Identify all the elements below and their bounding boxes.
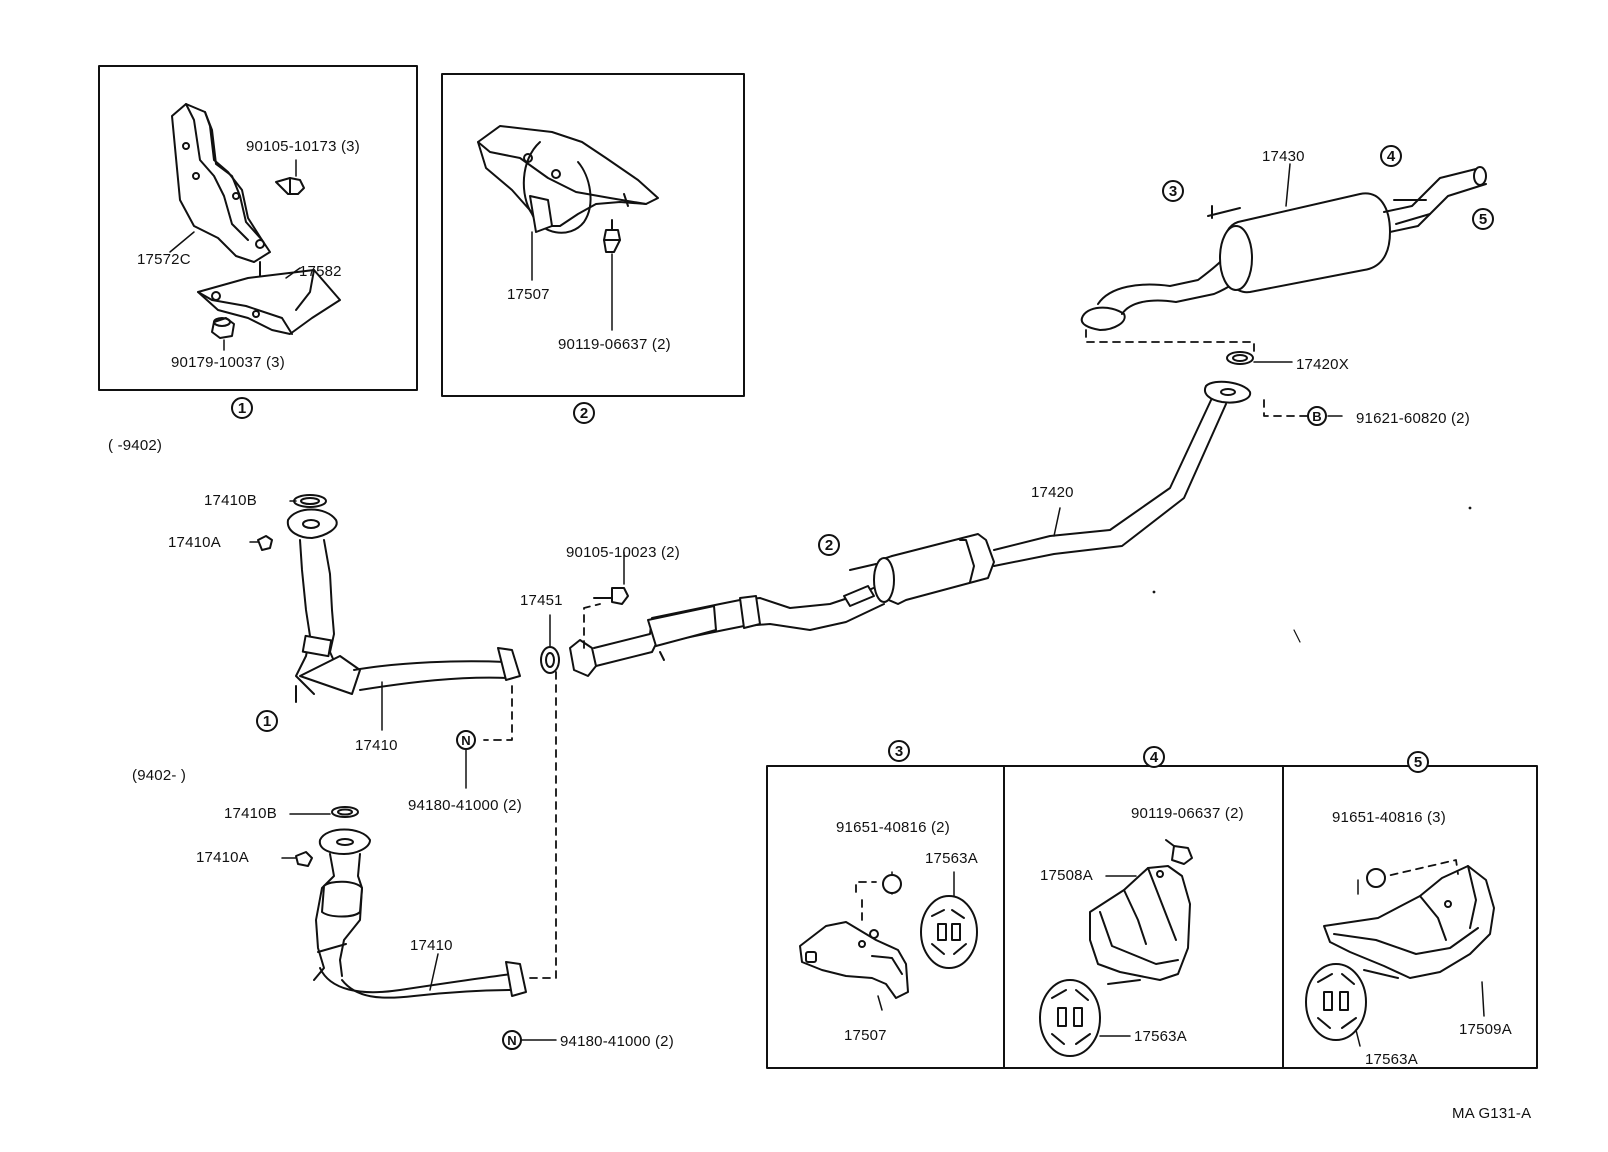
resonator-drawing xyxy=(843,533,995,607)
gasket-17410b-late-drawing xyxy=(331,806,359,818)
label-bolt-90105-10023: 90105-10023 (2) xyxy=(566,544,680,561)
ref-4-on-muffler: 4 xyxy=(1380,145,1402,167)
panel-1-number: 1 xyxy=(231,397,253,419)
label-plate-17582: 17582 xyxy=(299,263,342,280)
label-bracket-17508a: 17508A xyxy=(1040,867,1093,884)
panel-3-number: 3 xyxy=(888,740,910,762)
bolt-90119-06637-panel4-drawing xyxy=(1165,839,1193,865)
support-17507-drawing xyxy=(477,125,659,234)
label-rubber-17563a-panel3: 17563A xyxy=(925,850,978,867)
panel-1-frame xyxy=(98,65,418,391)
label-bolt-91651-40816-panel3: 91651-40816 (2) xyxy=(836,819,950,836)
stud-panel4 xyxy=(1107,979,1141,985)
panel-5-number: 5 xyxy=(1407,751,1429,773)
ref-b-panel3 xyxy=(882,874,902,894)
label-bolt-91621-60820: 91621-60820 (2) xyxy=(1356,410,1470,427)
tail-pipe-17420-drawing xyxy=(993,380,1252,567)
label-nut-17410a-early: 17410A xyxy=(168,534,221,551)
plate-17582-drawing xyxy=(197,269,341,335)
ref-b-tail: B xyxy=(1307,406,1327,426)
diagram-code: MA G131-A xyxy=(1452,1105,1532,1122)
dashed-connectors xyxy=(483,329,1459,979)
nut-17410a-late-drawing xyxy=(295,851,313,867)
gasket-17420x-drawing xyxy=(1226,351,1254,365)
stud-panel5 xyxy=(1363,969,1399,979)
gasket-17451-drawing xyxy=(540,646,560,674)
label-range-early: ( -9402) xyxy=(108,437,163,454)
ref-1-on-front-pipe: 1 xyxy=(256,710,278,732)
panel-4-number: 4 xyxy=(1143,746,1165,768)
bolt-90105-10173-drawing xyxy=(275,177,305,195)
label-gasket-17451: 17451 xyxy=(520,592,563,609)
label-front-pipe-17410-early: 17410 xyxy=(355,737,398,754)
label-nut-94180-41000-late: 94180-41000 (2) xyxy=(560,1033,674,1050)
rubber-17563a-panel3-drawing xyxy=(920,895,978,969)
label-bolt-90119-06637: 90119-06637 (2) xyxy=(558,336,671,353)
label-gasket-17410b-late: 17410B xyxy=(224,805,277,822)
muffler-17430-drawing xyxy=(1080,166,1487,331)
label-gasket-17420x: 17420X xyxy=(1296,356,1349,373)
label-bracket-17507-panel3: 17507 xyxy=(844,1027,887,1044)
panel-2-frame xyxy=(441,73,745,397)
ref-3-on-muffler: 3 xyxy=(1162,180,1184,202)
ref-n-late: N xyxy=(502,1030,522,1050)
label-support-17507: 17507 xyxy=(507,286,550,303)
label-bracket-17572c: 17572C xyxy=(137,251,191,268)
label-bracket-17509a: 17509A xyxy=(1459,1021,1512,1038)
label-tail-pipe-17420: 17420 xyxy=(1031,484,1074,501)
nut-17410a-early-drawing xyxy=(257,535,273,551)
bracket-17509a-drawing xyxy=(1323,865,1495,979)
rubber-17563a-panel5-drawing xyxy=(1305,963,1367,1041)
leader-lines xyxy=(169,159,1485,1047)
ref-2-on-center-pipe: 2 xyxy=(818,534,840,556)
ref-n-early: N xyxy=(456,730,476,750)
label-bolt-90105-10173: 90105-10173 (3) xyxy=(246,138,360,155)
front-pipe-17410-early-drawing xyxy=(286,508,521,703)
bracket-17508a-drawing xyxy=(1089,865,1191,981)
label-muffler-17430: 17430 xyxy=(1262,148,1305,165)
label-range-late: (9402- ) xyxy=(132,767,187,784)
ref-b-panel5 xyxy=(1366,868,1386,888)
bolt-90105-10023-drawing xyxy=(593,587,629,605)
rubber-17563a-panel4-drawing xyxy=(1039,979,1101,1057)
bolt-90119-06637-drawing xyxy=(603,219,621,253)
label-front-pipe-17410-late: 17410 xyxy=(410,937,453,954)
bracket-17507-panel3-drawing xyxy=(799,921,909,999)
label-nut-17410a-late: 17410A xyxy=(196,849,249,866)
label-bolt-90119-06637-panel4: 90119-06637 (2) xyxy=(1131,805,1244,822)
label-gasket-17410b-early: 17410B xyxy=(204,492,257,509)
label-nut-90179-10037: 90179-10037 (3) xyxy=(171,354,285,371)
label-bolt-91651-40816-panel5: 91651-40816 (3) xyxy=(1332,809,1446,826)
label-nut-94180-41000-early: 94180-41000 (2) xyxy=(408,797,522,814)
panel-2-number: 2 xyxy=(573,402,595,424)
ref-5-on-muffler: 5 xyxy=(1472,208,1494,230)
bracket-17572c-drawing xyxy=(171,103,271,277)
label-rubber-17563a-panel4: 17563A xyxy=(1134,1028,1187,1045)
label-rubber-17563a-panel5: 17563A xyxy=(1365,1051,1418,1068)
nut-90179-10037-drawing xyxy=(211,317,235,339)
gasket-17410b-early-drawing xyxy=(293,494,327,508)
specks xyxy=(1152,506,1472,643)
front-pipe-17410-late-drawing xyxy=(313,828,527,999)
